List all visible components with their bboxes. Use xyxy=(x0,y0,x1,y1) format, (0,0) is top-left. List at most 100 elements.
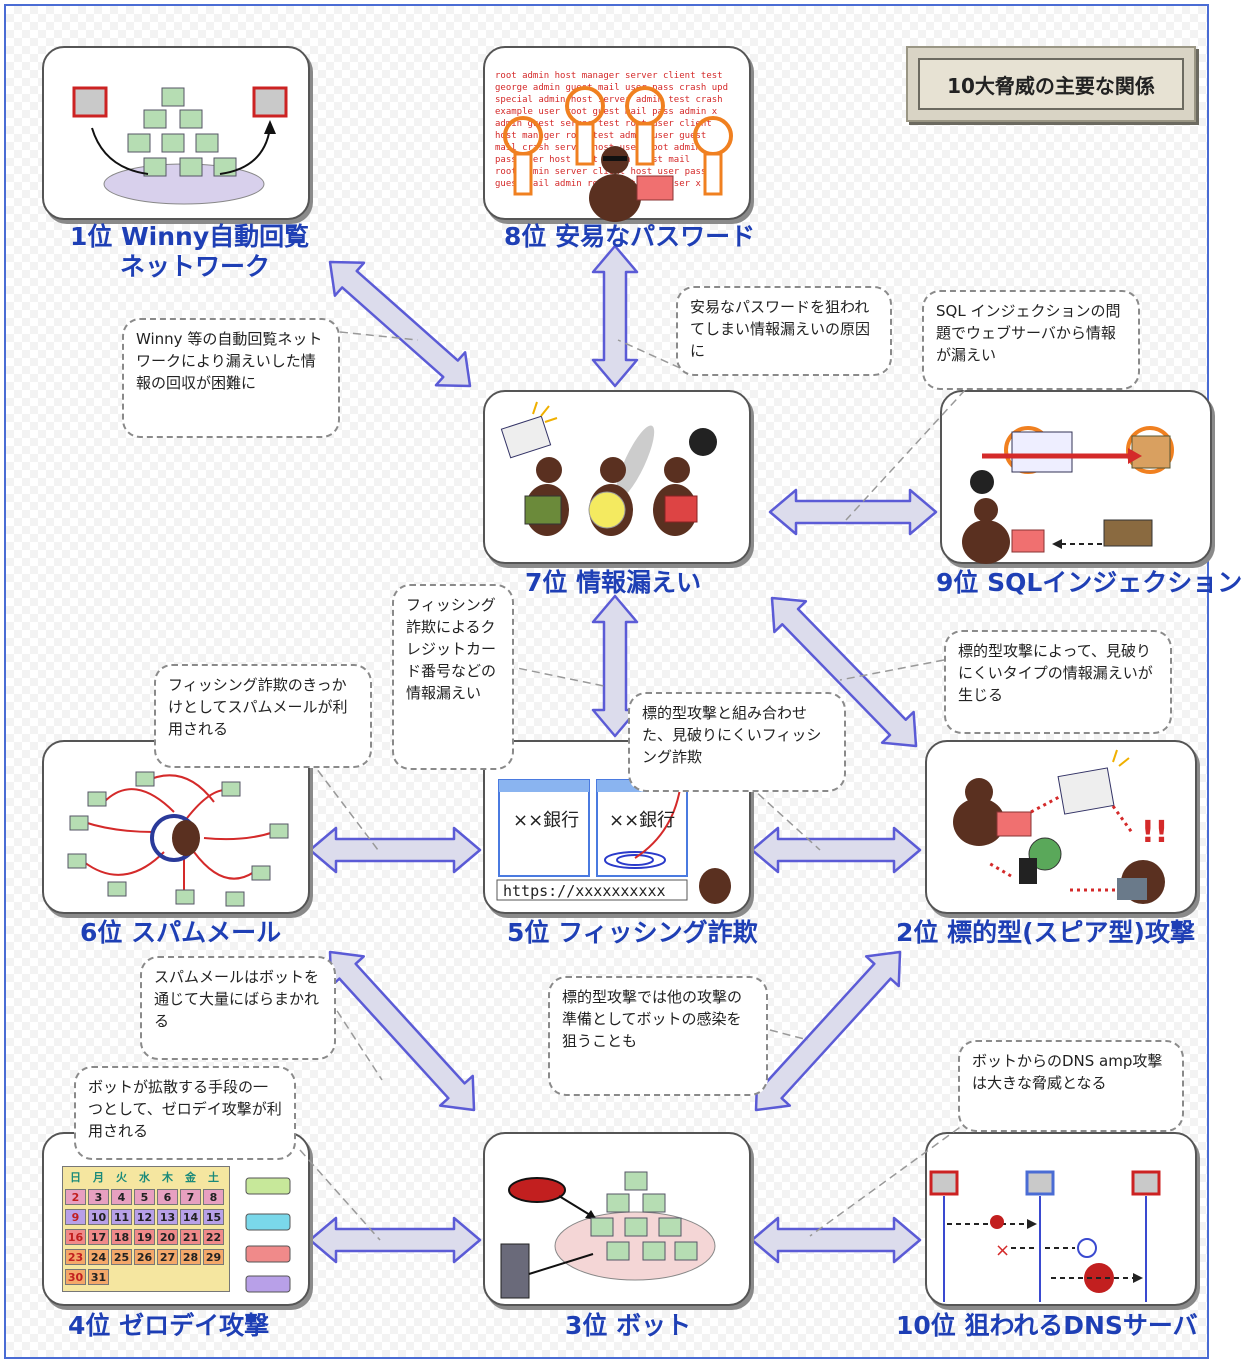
calendar-date: 12 xyxy=(134,1209,155,1225)
bot-illustration xyxy=(500,1171,716,1299)
title-plaque: 10大脅威の主要な関係 xyxy=(906,46,1196,122)
note-bot-spam: スパムメールはボットを通じて大量にばらまかれる xyxy=(140,956,336,1060)
calendar-date: 17 xyxy=(88,1229,109,1245)
label-spear: 2位 標的型(スピア型)攻撃 xyxy=(896,918,1195,947)
calendar-date: 5 xyxy=(134,1189,155,1205)
label-zeroday: 4位 ゼロデイ攻撃 xyxy=(68,1311,270,1340)
calendar-date: 3 xyxy=(88,1189,109,1205)
fake-bank-window-2: ××銀行 xyxy=(609,810,676,831)
label-sql: 9位 SQLインジェクション xyxy=(936,568,1242,597)
calendar-date: 14 xyxy=(180,1209,201,1225)
card-dns: × xyxy=(925,1132,1197,1306)
calendar-day-header: 火 xyxy=(116,1171,127,1184)
svg-text:root admin host manager server: root admin host manager server client te… xyxy=(495,71,723,81)
card-leak xyxy=(483,390,751,564)
calendar-date: 13 xyxy=(157,1209,178,1225)
calendar-date: 24 xyxy=(88,1249,109,1265)
svg-text:mail crash server host user ro: mail crash server host user root admin xyxy=(495,143,701,153)
svg-text:admin guest server test root u: admin guest server test root user client xyxy=(495,119,712,129)
calendar-date: 28 xyxy=(180,1249,201,1265)
password-cracker-illustration: root admin host manager server client te… xyxy=(495,71,733,222)
calendar-date: 16 xyxy=(65,1229,86,1245)
svg-text:root admin server client host: root admin server client host user pass xyxy=(495,167,706,177)
label-leak: 7位 情報漏えい xyxy=(525,568,702,597)
label-dns: 10位 狙われるDNSサーバ xyxy=(896,1311,1198,1340)
note-bot-zeroday: ボットが拡散する手段の一つとして、ゼロデイ攻撃が利用される xyxy=(74,1066,296,1160)
note-dns-bot: ボットからのDNS amp攻撃は大きな脅威となる xyxy=(958,1040,1184,1132)
info-leak-illustration xyxy=(500,401,717,536)
calendar-date: 26 xyxy=(134,1249,155,1265)
note-winny-leak: Winny 等の自動回覧ネットワークにより漏えいした情報の回収が困難に xyxy=(122,318,340,438)
arrow-phishing-spear xyxy=(750,826,922,874)
label-phishing: 5位 フィッシング詐欺 xyxy=(507,918,758,947)
arrow-spam-phishing xyxy=(308,826,482,874)
calendar-day-header: 月 xyxy=(93,1171,104,1184)
calendar-date: 6 xyxy=(157,1189,178,1205)
calendar-date: 29 xyxy=(203,1249,224,1265)
dns-amp-illustration: × xyxy=(929,1170,1161,1302)
label-spam: 6位 スパムメール xyxy=(80,918,282,947)
note-password-leak: 安易なパスワードを狙われてしまい情報漏えいの原因に xyxy=(676,286,892,376)
calendar-date: 23 xyxy=(65,1249,86,1265)
calendar-day-header: 土 xyxy=(208,1171,219,1184)
calendar-date: 8 xyxy=(203,1189,224,1205)
label-winny-line2: ネットワーク xyxy=(120,252,271,281)
arrow-spam-bot xyxy=(328,950,476,1112)
arrow-password-leak xyxy=(591,244,639,388)
zeroday-tabs xyxy=(245,1177,291,1293)
svg-text:example user root guest mail p: example user root guest mail pass admin … xyxy=(495,107,718,117)
label-password: 8位 安易なパスワード xyxy=(504,222,756,251)
note-spam-phishing: フィッシング詐欺のきっかけとしてスパムメールが利用される xyxy=(154,664,372,768)
card-bot xyxy=(483,1132,751,1306)
calendar-date: 25 xyxy=(111,1249,132,1265)
arrow-winny-leak xyxy=(328,260,472,388)
card-spam xyxy=(42,740,310,914)
fake-bank-window-1: ××銀行 xyxy=(513,810,580,831)
diagram-title: 10大脅威の主要な関係 xyxy=(918,58,1184,110)
label-winny-line1: 1位 Winny自動回覧 xyxy=(70,222,310,251)
calendar-date: 18 xyxy=(111,1229,132,1245)
calendar-date: 15 xyxy=(203,1209,224,1225)
arrow-spear-bot xyxy=(754,950,902,1112)
calendar-date: 31 xyxy=(88,1269,109,1285)
calendar-day-header: 水 xyxy=(139,1171,150,1184)
svg-text:×: × xyxy=(995,1240,1010,1261)
arrow-leak-phishing xyxy=(591,594,639,738)
calendar-day-header: 金 xyxy=(185,1171,196,1184)
diagram-canvas: 10大脅威の主要な関係 1位 Winny自動回覧 ネットワーク xyxy=(4,4,1242,1359)
arrow-sql-leak xyxy=(768,488,938,536)
svg-text:george admin guest mail user p: george admin guest mail user pass crash … xyxy=(495,83,728,93)
svg-text:special admin host server admi: special admin host server admin test cra… xyxy=(495,95,723,105)
calendar-date: 19 xyxy=(134,1229,155,1245)
calendar-date: 11 xyxy=(111,1209,132,1225)
calendar-date: 30 xyxy=(65,1269,86,1285)
note-spear-leak: 標的型攻撃によって、見破りにくいタイプの情報漏えいが生じる xyxy=(944,630,1172,734)
phishing-url: https://xxxxxxxxxx xyxy=(503,882,666,900)
winny-network-illustration xyxy=(72,86,288,205)
note-spear-phishing: 標的型攻撃と組み合わせた、見破りにくいフィッシング詐欺 xyxy=(628,692,846,792)
spam-mail-illustration xyxy=(67,771,289,907)
calendar-date: 27 xyxy=(157,1249,178,1265)
svg-text:host manager root test admin u: host manager root test admin user guest xyxy=(495,131,706,141)
calendar-day-header: 日 xyxy=(70,1171,81,1184)
label-bot: 3位 ボット xyxy=(565,1311,692,1340)
sql-injection-illustration xyxy=(962,426,1174,564)
calendar-date: 2 xyxy=(65,1189,86,1205)
note-bot-spear: 標的型攻撃では他の攻撃の準備としてボットの感染を狙うことも xyxy=(548,976,768,1096)
calendar-date: 21 xyxy=(180,1229,201,1245)
arrow-zeroday-bot xyxy=(308,1216,482,1264)
card-sql xyxy=(940,390,1212,564)
note-phishing-leak: フィッシング詐欺によるクレジットカード番号などの情報漏えい xyxy=(392,584,514,770)
calendar-date: 4 xyxy=(111,1189,132,1205)
calendar-date: 20 xyxy=(157,1229,178,1245)
calendar-date: 7 xyxy=(180,1189,201,1205)
calendar-date: 22 xyxy=(203,1229,224,1245)
spear-attack-illustration: !! xyxy=(953,749,1168,904)
calendar-date: 9 xyxy=(65,1209,86,1225)
svg-text:!!: !! xyxy=(1141,815,1168,850)
label-winny: 1位 Winny自動回覧 ネットワーク xyxy=(70,222,309,282)
card-winny xyxy=(42,46,310,220)
card-password: root admin host manager server client te… xyxy=(483,46,751,222)
arrow-bot-dns xyxy=(750,1216,922,1264)
card-spear: !! xyxy=(925,740,1197,914)
